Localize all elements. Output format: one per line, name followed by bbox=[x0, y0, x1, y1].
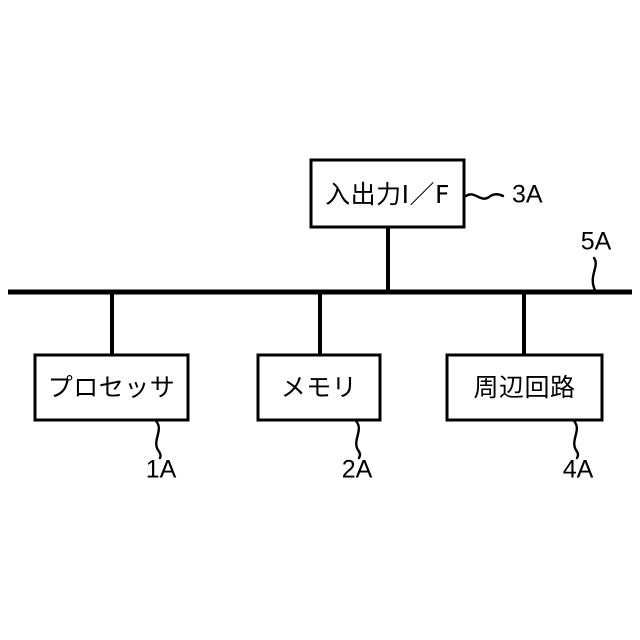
block-memory-label: メモリ bbox=[281, 373, 358, 402]
leader-line-3a bbox=[464, 193, 505, 200]
block-io-interface-label: 入出力I／F bbox=[325, 180, 450, 209]
block-memory[interactable]: メモリ 2A bbox=[256, 353, 382, 484]
leader-line-2a bbox=[354, 419, 362, 460]
block-peripheral-circuit-rect bbox=[445, 353, 604, 422]
leader-line-5a bbox=[591, 256, 597, 292]
ref-label-5a: 5A bbox=[581, 228, 612, 256]
connector-lines-group bbox=[110, 227, 526, 356]
block-memory-rect bbox=[256, 353, 382, 422]
ref-label-4a: 4A bbox=[563, 456, 594, 484]
block-processor[interactable]: プロセッサ 1A bbox=[33, 353, 190, 484]
system-bus-group: 5A bbox=[8, 228, 632, 295]
ref-label-2a: 2A bbox=[342, 456, 373, 484]
block-processor-rect bbox=[33, 353, 190, 422]
ref-label-3a: 3A bbox=[512, 181, 543, 209]
block-peripheral-circuit-label: 周辺回路 bbox=[473, 373, 575, 402]
block-peripheral-circuit[interactable]: 周辺回路 4A bbox=[445, 353, 604, 484]
block-processor-label: プロセッサ bbox=[48, 373, 176, 402]
block-io-interface[interactable]: 入出力I／F 3A bbox=[309, 158, 543, 229]
block-io-interface-rect bbox=[309, 158, 466, 229]
leader-line-4a bbox=[572, 419, 580, 460]
ref-label-1a: 1A bbox=[146, 456, 177, 484]
leader-line-1a bbox=[154, 419, 162, 460]
